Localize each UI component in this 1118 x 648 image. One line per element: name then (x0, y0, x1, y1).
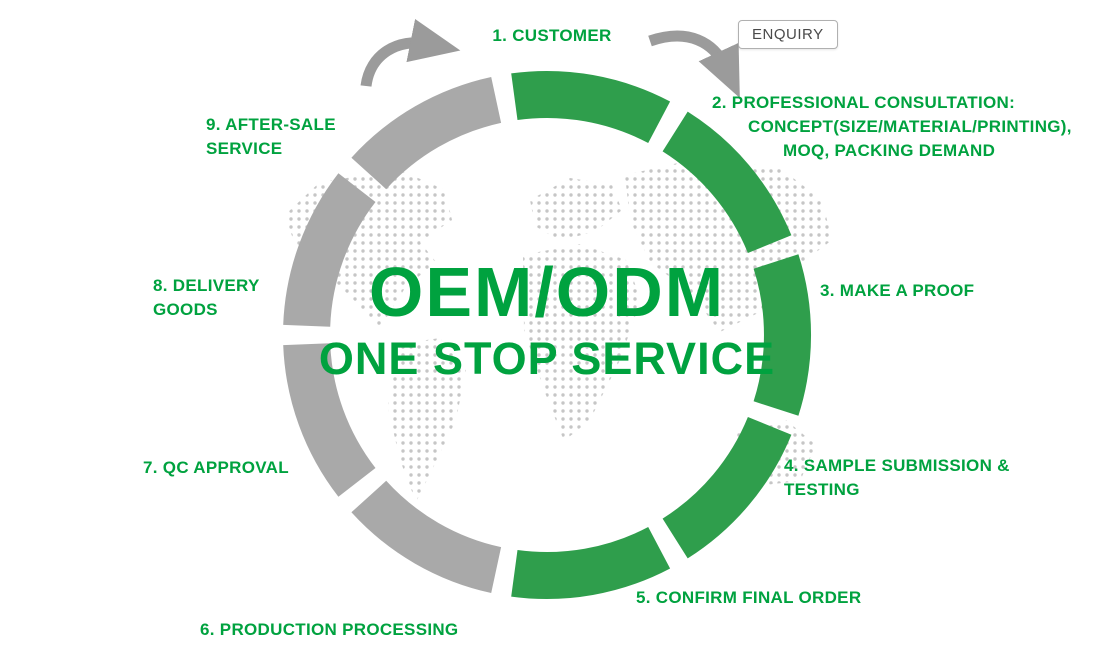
step-line: 8. DELIVERY (153, 276, 260, 295)
step-line: 3. MAKE A PROOF (820, 281, 975, 300)
step-7-qc-approval: 7. QC APPROVAL (143, 456, 289, 480)
ring-segment-gray (351, 77, 502, 190)
step-2-professional-consultation: 2. PROFESSIONAL CONSULTATION: CONCEPT(SI… (712, 91, 1072, 163)
step-line: 4. SAMPLE SUBMISSION & (784, 456, 1010, 475)
step-line: 9. AFTER-SALE (206, 115, 336, 134)
step-line: 6. PRODUCTION PROCESSING (200, 620, 459, 639)
diagram-title: OEM/ODM (368, 253, 726, 331)
step-5-confirm-final-order: 5. CONFIRM FINAL ORDER (636, 586, 861, 610)
cycle-arrow-left (360, 18, 461, 88)
ring-segment-green (662, 417, 792, 559)
step-line: SERVICE (206, 139, 283, 158)
cycle-arrow-right (648, 30, 740, 98)
ring-segment-green (511, 527, 671, 600)
step-3-make-a-proof: 3. MAKE A PROOF (820, 279, 974, 303)
step-1-customer: 1. CUSTOMER (452, 24, 652, 48)
ring-segment-gray (351, 480, 502, 593)
ring-segment-green (662, 111, 792, 253)
step-8-delivery-goods: 8. DELIVERY GOODS (153, 274, 260, 322)
ring-segment-gray (283, 173, 376, 327)
ring-segment-green (511, 70, 671, 143)
world-map (285, 158, 832, 502)
step-line: CONCEPT(SIZE/MATERIAL/PRINTING), (748, 117, 1072, 136)
step-line: GOODS (153, 300, 218, 319)
step-line: 1. CUSTOMER (492, 26, 612, 45)
step-line: 7. QC APPROVAL (143, 458, 289, 477)
step-line: MOQ, PACKING DEMAND (783, 141, 996, 160)
step-9-after-sale-service: 9. AFTER-SALE SERVICE (206, 113, 336, 161)
diagram-subtitle: ONE STOP SERVICE (318, 333, 776, 384)
step-line: 5. CONFIRM FINAL ORDER (636, 588, 862, 607)
enquiry-button[interactable]: ENQUIRY (738, 20, 838, 49)
ring-segment-green (753, 254, 812, 416)
step-line: TESTING (784, 480, 860, 499)
center-title: OEM/ODM ONE STOP SERVICE (319, 255, 775, 385)
step-6-production-processing: 6. PRODUCTION PROCESSING (200, 618, 458, 642)
step-line: 2. PROFESSIONAL CONSULTATION: (712, 93, 1016, 112)
step-4-sample-submission: 4. SAMPLE SUBMISSION & TESTING (784, 454, 1010, 502)
ring-segment-gray (283, 343, 376, 497)
service-ring (283, 70, 812, 600)
